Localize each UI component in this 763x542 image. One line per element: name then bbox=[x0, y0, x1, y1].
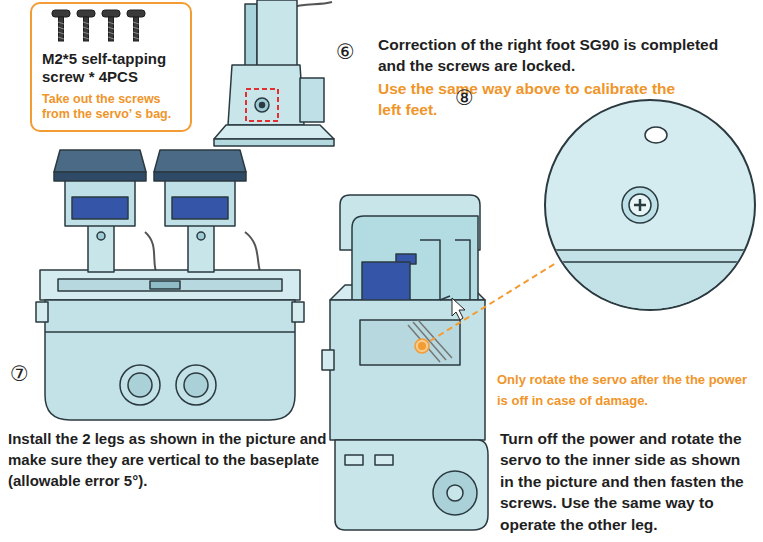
magnified-detail bbox=[540, 100, 763, 320]
screw-icons bbox=[52, 10, 145, 41]
callout-number: ⑥ bbox=[336, 38, 370, 66]
instruction-note: Use the same way above to calibrate the … bbox=[378, 80, 675, 118]
calibrated-foot bbox=[214, 0, 334, 146]
callout-number: ⑦ bbox=[10, 360, 40, 388]
leader-line bbox=[430, 263, 556, 341]
robot-front-view bbox=[36, 150, 304, 420]
instruction-text: Turn off the power and rotate the servo … bbox=[500, 430, 744, 533]
robot-side-view bbox=[322, 195, 488, 530]
instruction-note: Use the same way above to calibrate the … bbox=[378, 78, 678, 121]
instruction-text: Install the 2 legs as shown in the pictu… bbox=[8, 428, 336, 491]
instruction-text: Correction of the right foot SG90 is com… bbox=[378, 36, 718, 74]
warning-note: Only rotate the servo after the the powe… bbox=[497, 372, 747, 408]
callout-number: ⑦ bbox=[10, 362, 29, 385]
warning-note: Only rotate the servo after the the powe… bbox=[497, 368, 755, 410]
part-note: Take out the screws from the servo’ s ba… bbox=[42, 92, 180, 122]
part-name: M2*5 self-tapping screw * 4PCS bbox=[42, 50, 180, 86]
instruction-text: Install the 2 legs as shown in the pictu… bbox=[8, 430, 326, 489]
callout-number: ⑧ bbox=[455, 84, 485, 112]
instruction-text: Turn off the power and rotate the servo … bbox=[500, 428, 754, 535]
parts-box: M2*5 self-tapping screw * 4PCS Take out t… bbox=[30, 2, 192, 132]
callout-number: ⑧ bbox=[455, 86, 474, 109]
callout-number: ⑥ bbox=[336, 40, 355, 63]
instruction-text: Correction of the right foot SG90 is com… bbox=[378, 34, 750, 77]
